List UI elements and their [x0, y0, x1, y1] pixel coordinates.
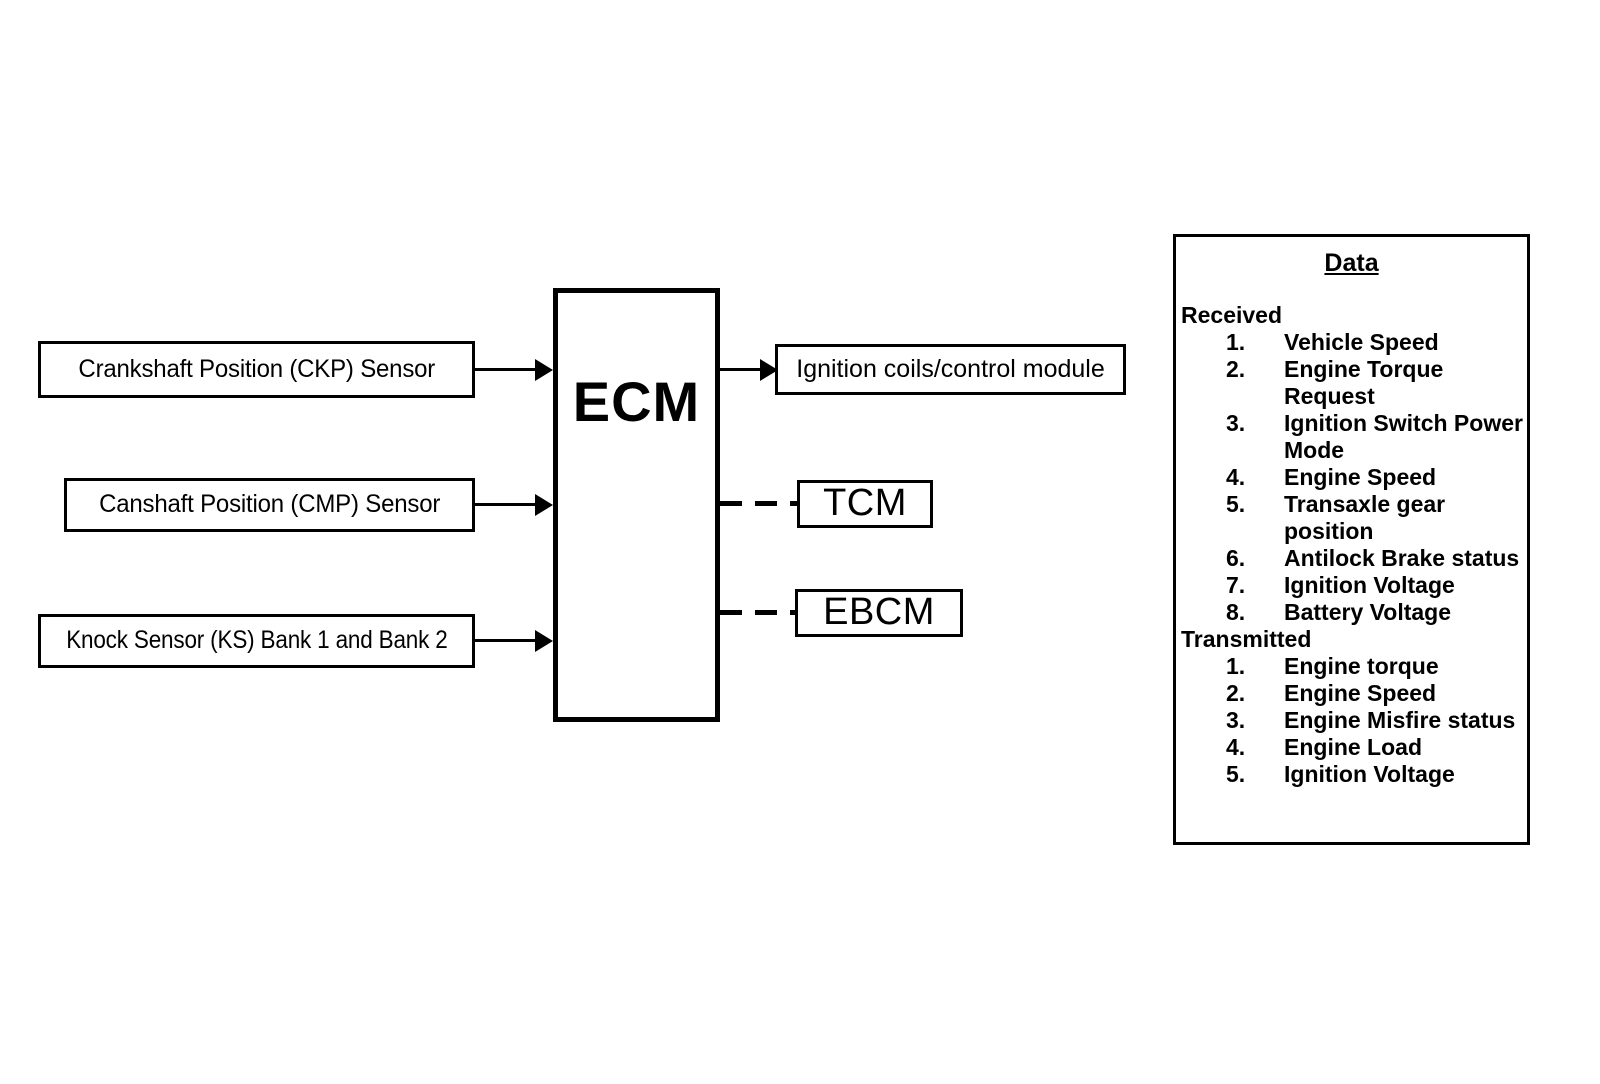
list-item-number: 5. — [1226, 491, 1246, 517]
output-box-ignition-coils[interactable]: Ignition coils/control module — [775, 344, 1126, 395]
dash-segment-ebcm-2 — [755, 610, 777, 615]
output-box-tcm[interactable]: TCM — [797, 480, 933, 528]
list-item-number: 5. — [1226, 761, 1246, 787]
list-item: 4. Engine Speed — [1176, 464, 1527, 491]
list-item-label: Engine Load — [1284, 734, 1422, 760]
input-box-knock-sensor[interactable]: Knock Sensor (KS) Bank 1 and Bank 2 — [38, 614, 475, 668]
arrow-head-cmp-to-ecm — [535, 494, 553, 516]
input-box-cmp-sensor[interactable]: Canshaft Position (CMP) Sensor — [64, 478, 475, 532]
list-item-number: 3. — [1226, 707, 1246, 733]
list-item: 2. Engine Torque Request — [1176, 356, 1527, 410]
data-panel-transmitted-heading: Transmitted — [1181, 626, 1312, 652]
list-item-label: Engine Misfire status — [1284, 707, 1516, 733]
data-panel-title: Data — [1324, 249, 1379, 277]
list-item: 2. Engine Speed — [1176, 680, 1527, 707]
list-item-label: Transaxle gear position — [1284, 491, 1446, 544]
dash-segment-tcm-1 — [720, 501, 742, 506]
output-box-tcm-label: TCM — [823, 482, 907, 525]
list-item-number: 1. — [1226, 329, 1246, 355]
list-item-number: 2. — [1226, 356, 1246, 382]
dash-segment-ebcm-1 — [720, 610, 742, 615]
output-box-ebcm-label: EBCM — [823, 591, 935, 634]
input-box-knock-sensor-label: Knock Sensor (KS) Bank 1 and Bank 2 — [65, 626, 448, 655]
list-item-label: Engine Torque Request — [1284, 356, 1444, 409]
list-item-label: Engine torque — [1284, 653, 1439, 679]
list-item: 8. Battery Voltage — [1176, 599, 1527, 626]
list-item-number: 8. — [1226, 599, 1246, 625]
output-box-ebcm[interactable]: EBCM — [795, 589, 963, 637]
list-item: 6. Antilock Brake status — [1176, 545, 1527, 572]
list-item-number: 2. — [1226, 680, 1246, 706]
connector-line-ckp-to-ecm — [475, 368, 537, 371]
list-item: 1. Vehicle Speed — [1176, 329, 1527, 356]
list-item-label: Engine Speed — [1284, 680, 1437, 706]
dash-segment-tcm-2 — [755, 501, 777, 506]
output-box-ignition-coils-label: Ignition coils/control module — [796, 354, 1105, 383]
list-item: 3. Ignition Switch Power Mode — [1176, 410, 1527, 464]
list-item: 5. Ignition Voltage — [1176, 761, 1527, 788]
input-box-ckp-sensor-label: Crankshaft Position (CKP) Sensor — [78, 354, 435, 383]
list-item-label: Ignition Voltage — [1284, 761, 1455, 787]
list-item-number: 4. — [1226, 464, 1246, 490]
data-panel-received-list: 1. Vehicle Speed 2. Engine Torque Reques… — [1176, 329, 1527, 626]
list-item: 5. Transaxle gear position — [1176, 491, 1527, 545]
connector-line-ks-to-ecm — [475, 639, 537, 642]
arrow-head-ckp-to-ecm — [535, 359, 553, 381]
arrow-head-ks-to-ecm — [535, 630, 553, 652]
list-item-number: 1. — [1226, 653, 1246, 679]
list-item: 4. Engine Load — [1176, 734, 1527, 761]
list-item-label: Battery Voltage — [1284, 599, 1452, 625]
list-item-number: 3. — [1226, 410, 1246, 436]
data-panel-transmitted-list: 1. Engine torque 2. Engine Speed 3. Engi… — [1176, 653, 1527, 788]
input-box-cmp-sensor-label: Canshaft Position (CMP) Sensor — [98, 490, 441, 519]
data-panel-received-heading: Received — [1181, 302, 1283, 328]
connector-line-ecm-to-ignition-coils — [720, 368, 766, 371]
list-item-number: 6. — [1226, 545, 1246, 571]
list-item-label: Vehicle Speed — [1284, 329, 1439, 355]
input-box-ckp-sensor[interactable]: Crankshaft Position (CKP) Sensor — [38, 341, 475, 398]
list-item: 7. Ignition Voltage — [1176, 572, 1527, 599]
list-item-number: 4. — [1226, 734, 1246, 760]
data-panel: Data Received 1. Vehicle Speed 2. Engine… — [1173, 234, 1530, 845]
list-item-label: Engine Speed — [1284, 464, 1437, 490]
list-item-label: Ignition Voltage — [1284, 572, 1455, 598]
list-item-label: Antilock Brake status — [1284, 545, 1520, 571]
list-item: 1. Engine torque — [1176, 653, 1527, 680]
list-item: 3. Engine Misfire status — [1176, 707, 1527, 734]
connector-line-cmp-to-ecm — [475, 503, 537, 506]
ecm-block[interactable]: ECM — [553, 288, 720, 722]
ecm-block-label: ECM — [572, 370, 701, 433]
list-item-number: 7. — [1226, 572, 1246, 598]
list-item-label: Ignition Switch Power Mode — [1284, 410, 1523, 463]
arrow-head-ecm-to-ignition-coils — [760, 359, 778, 381]
